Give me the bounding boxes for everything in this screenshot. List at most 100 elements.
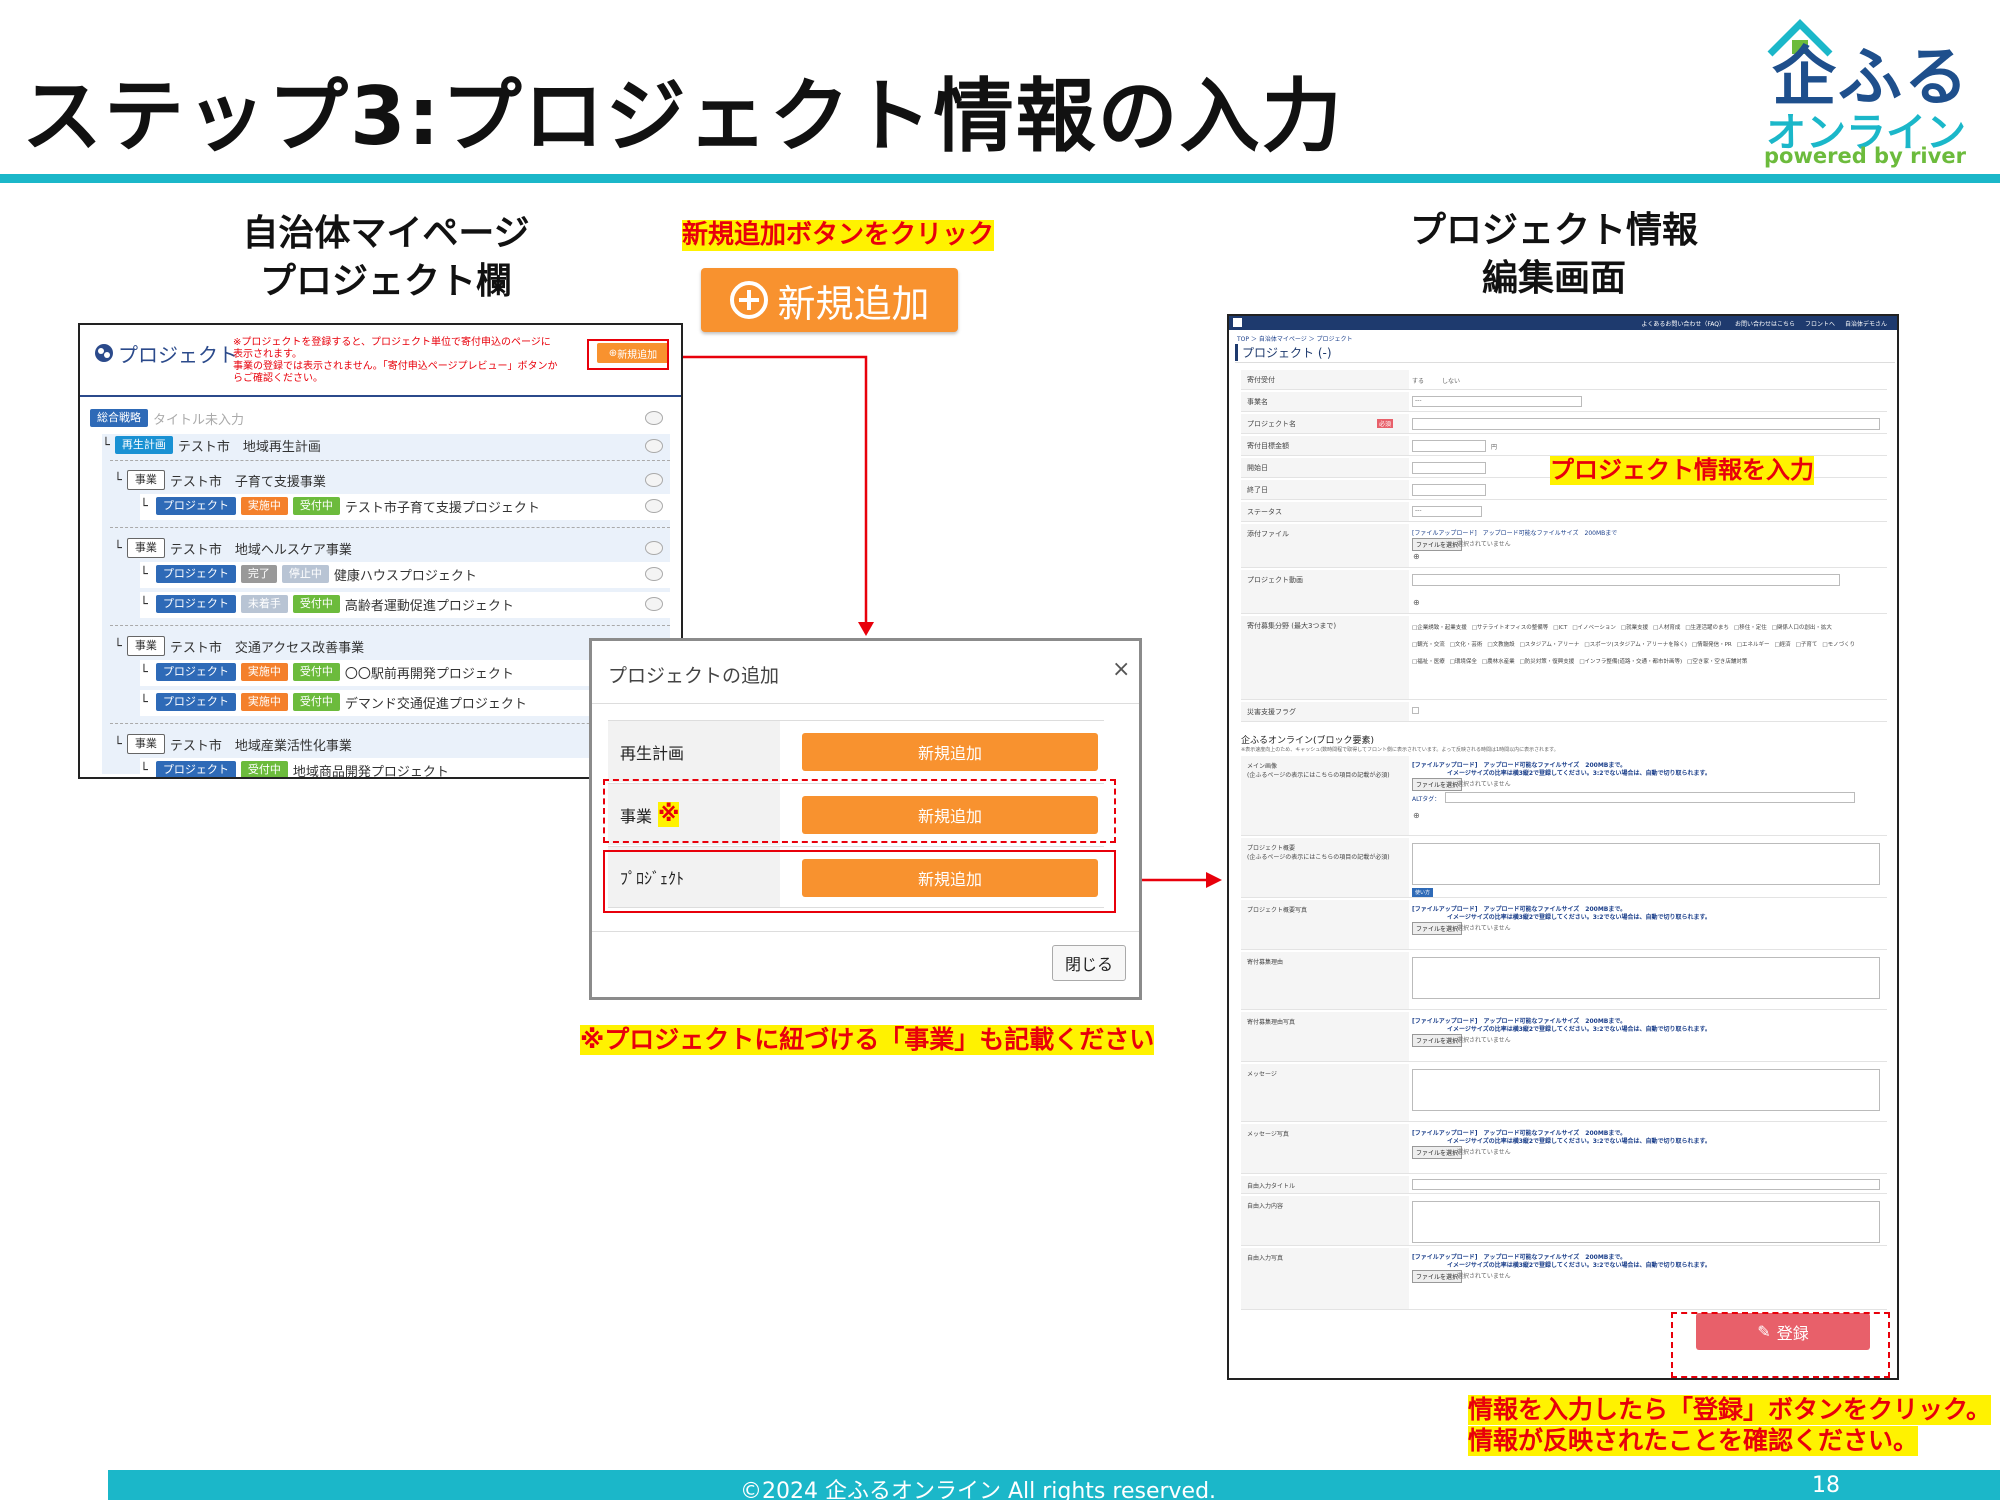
form-row: メッセージ [1241, 1064, 1887, 1122]
breadcrumb[interactable]: TOP ＞ 自治体マイページ ＞ プロジェクト [1237, 336, 1353, 343]
nav-contact-link[interactable]: お問い合わせはこちら [1734, 321, 1795, 328]
nav-front-link[interactable]: フロントへ [1804, 321, 1835, 328]
category-checkbox[interactable]: □関係人口の創出・拡大 [1771, 625, 1832, 631]
free-title-input[interactable] [1412, 1179, 1880, 1190]
eye-icon[interactable] [645, 499, 663, 513]
date-input[interactable] [1412, 484, 1486, 496]
radio-no[interactable]: しない [1442, 378, 1461, 385]
eye-icon[interactable] [645, 473, 663, 487]
add-plan-button[interactable]: 新規追加 [802, 733, 1098, 771]
category-checkbox[interactable]: □生涯活躍のまち [1685, 625, 1730, 631]
nav-user-menu[interactable]: 自治体デモさん [1844, 321, 1887, 328]
category-checkbox[interactable]: □農林水産業 [1481, 659, 1515, 665]
category-checkbox[interactable]: □情報発信・PR [1691, 642, 1732, 648]
eye-icon[interactable] [645, 567, 663, 581]
title-underline [0, 174, 2000, 183]
close-icon[interactable]: × [1112, 657, 1131, 682]
project-row[interactable]: └プロジェクト完了停止中健康ハウスプロジェクト [140, 561, 477, 587]
plan-tag: 再生計画 [114, 436, 173, 454]
target-amount-input[interactable] [1412, 440, 1486, 452]
form-row: 自由入力タイトル [1241, 1176, 1887, 1194]
category-checkbox[interactable]: □経済 [1774, 642, 1791, 648]
add-project-button[interactable]: 新規追加 [802, 859, 1098, 897]
add-circle-icon[interactable]: ⊕ [1413, 552, 1420, 561]
category-checkbox[interactable]: □スポーツ(スタジアム・アリーナを除く) [1584, 642, 1687, 648]
new-add-button-large[interactable]: 新規追加 [701, 268, 958, 332]
category-checkbox[interactable]: □サテライトオフィスの整備等 [1471, 625, 1549, 631]
category-checkbox[interactable]: □インフラ整備(道路・交通・都市計画等) [1579, 659, 1683, 665]
textarea[interactable] [1412, 1069, 1880, 1111]
warning-line: ※プロジェクトを登録すると、プロジェクト単位で寄付申込のページに [233, 337, 551, 348]
project-row[interactable]: └プロジェクト実施中受付中〇〇駅前再開発プロジェクト [140, 659, 514, 685]
file-select-button[interactable]: ファイルを選択 [1412, 922, 1463, 935]
date-input[interactable] [1412, 462, 1486, 474]
plan-row[interactable]: └再生計画テスト市 地域再生計画 [102, 436, 321, 455]
eye-icon[interactable] [645, 439, 663, 453]
alt-input[interactable] [1445, 792, 1855, 803]
field-label: 寄付募集理由 [1241, 952, 1409, 1009]
business-row[interactable]: └事業テスト市 地域ヘルスケア事業 [114, 535, 352, 561]
add-business-button[interactable]: 新規追加 [802, 796, 1098, 834]
category-checkbox[interactable]: □エネルギー [1736, 642, 1770, 648]
category-checkbox[interactable]: □空き家・空き店舗対策 [1687, 659, 1748, 665]
eye-icon[interactable] [645, 597, 663, 611]
project-name: デマンド交通促進プロジェクト [344, 696, 527, 712]
project-row[interactable]: └プロジェクト実施中受付中デマンド交通促進プロジェクト [140, 689, 527, 715]
business-row[interactable]: └事業テスト市 交通アクセス改善事業 [114, 633, 364, 659]
file-select-button[interactable]: ファイルを選択 [1412, 1146, 1463, 1159]
form-row: プロジェクト名 [1241, 414, 1887, 434]
tree-branch: └ [140, 694, 148, 710]
select-field[interactable]: --- [1412, 506, 1482, 517]
category-checkbox[interactable]: □文教施設 [1487, 642, 1515, 648]
category-checkbox[interactable]: □イノベーション [1572, 625, 1616, 631]
category-checkbox[interactable]: □観光・交流 [1412, 642, 1445, 648]
register-button[interactable]: ✎登録 [1696, 1313, 1870, 1350]
add-circle-icon[interactable]: ⊕ [1413, 598, 1420, 607]
modal-close-button[interactable]: 閉じる [1052, 945, 1126, 981]
textarea[interactable] [1412, 1201, 1880, 1243]
category-checkbox[interactable]: □環境保全 [1449, 659, 1477, 665]
edit-topbar: よくあるお問い合わせ（FAQ） お問い合わせはこちら フロントへ 自治体デモさん [1229, 316, 1897, 330]
add-circle-icon[interactable]: ⊕ [1413, 811, 1420, 820]
project-row[interactable]: └プロジェクト実施中受付中テスト市子育て支援プロジェクト [140, 493, 540, 519]
category-checkbox[interactable]: □文化・芸術 [1449, 642, 1483, 648]
nav-faq-link[interactable]: よくあるお問い合わせ（FAQ） [1641, 321, 1725, 328]
project-row[interactable]: └プロジェクト受付中地域商品開発プロジェクト [140, 757, 449, 777]
textarea[interactable] [1412, 957, 1880, 999]
category-checkbox[interactable]: □企業誘致・起業支援 [1412, 625, 1467, 631]
category-checkbox[interactable]: □子育て [1795, 642, 1818, 648]
textarea[interactable] [1412, 843, 1880, 885]
category-checkbox[interactable]: □ICT [1553, 625, 1568, 631]
category-checkbox[interactable]: □人材育成 [1653, 625, 1681, 631]
business-row[interactable]: └事業テスト市 地域産業活性化事業 [114, 731, 352, 757]
panel-add-button[interactable]: ⊕新規追加 [597, 343, 669, 363]
category-checkbox[interactable]: □モノづくり [1822, 642, 1856, 648]
eye-icon[interactable] [645, 411, 663, 425]
radio-yes[interactable]: する [1412, 378, 1425, 385]
add-project-modal: プロジェクトの追加 × 再生計画 新規追加 事業※ 新規追加 ﾌﾟﾛｼﾞｪｸﾄ … [589, 638, 1142, 1000]
eye-icon[interactable] [645, 541, 663, 555]
file-select-button[interactable]: ファイルを選択 [1412, 1270, 1463, 1283]
file-select-button[interactable]: ファイルを選択 [1412, 1034, 1463, 1047]
file-select-button[interactable]: ファイルを選択 [1412, 538, 1463, 551]
strategy-row[interactable]: 総合戦略タイトル未入力 [90, 405, 244, 431]
video-input[interactable] [1412, 574, 1840, 586]
disaster-checkbox[interactable] [1412, 707, 1419, 714]
category-checkbox[interactable]: □防災対策・復興支援 [1519, 659, 1575, 665]
warning-line: 表示されます。 [233, 349, 302, 360]
project-row[interactable]: └プロジェクト未着手受付中高齢者運動促進プロジェクト [140, 591, 514, 617]
status-badge: 実施中 [240, 693, 288, 711]
field-label: プロジェクト名 [1241, 414, 1409, 433]
category-checkbox[interactable]: □スタジアム・アリーナ [1519, 642, 1580, 648]
category-checkbox[interactable]: □福祉・医療 [1412, 659, 1445, 665]
field-label: プロジェクト動画 [1241, 570, 1409, 613]
file-select-button[interactable]: ファイルを選択 [1412, 778, 1463, 791]
usage-button[interactable]: 使い方 [1412, 888, 1434, 897]
category-checkbox[interactable]: □就業支援 [1620, 625, 1649, 631]
project-tag: プロジェクト [155, 761, 236, 777]
select-field[interactable]: --- [1412, 396, 1582, 407]
category-checkbox[interactable]: □移住・定住 [1734, 625, 1767, 631]
status-badge: 完了 [240, 565, 277, 583]
project-name-input[interactable] [1412, 418, 1880, 430]
business-row[interactable]: └事業テスト市 子育て支援事業 [114, 467, 326, 493]
